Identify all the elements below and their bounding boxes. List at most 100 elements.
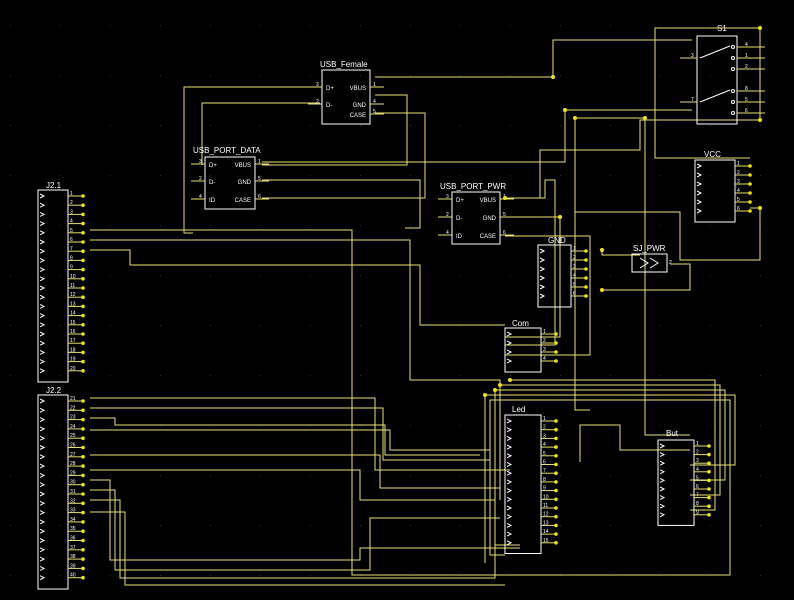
- led-pin-end: [554, 488, 558, 493]
- grid-dot: [260, 25, 261, 26]
- gnd-pin-end: [584, 249, 588, 253]
- gnd-pin-number: 1: [573, 246, 576, 252]
- but-pin-shape: [659, 469, 666, 475]
- j21-pin-number: 14: [70, 311, 76, 317]
- led-pin-number: 11: [543, 503, 548, 509]
- j22-pin-end: [81, 510, 85, 515]
- com-pin-number: 4: [543, 356, 546, 362]
- data-usb-pin-name: VBUS: [235, 163, 251, 169]
- pwr-usb-body: [451, 191, 501, 245]
- vcc-pin-number: 5: [737, 197, 740, 203]
- but-pin-number: 2: [696, 450, 699, 456]
- j22-pin-end: [81, 445, 85, 450]
- wire: [90, 499, 496, 579]
- j21-pin-number: 8: [70, 255, 73, 261]
- grid-dot: [160, 25, 161, 26]
- grid-dot: [160, 575, 161, 576]
- but-pin-number: 1: [696, 441, 699, 447]
- grid-dot: [660, 275, 661, 276]
- but-pin-number: 3: [696, 458, 699, 464]
- grid-dot: [710, 175, 711, 176]
- j22-pin-end: [81, 529, 85, 533]
- j22-pin-end: [81, 557, 85, 561]
- junction-dot: [551, 75, 555, 79]
- grid-dot: [560, 475, 561, 476]
- j21-pin-end: [81, 240, 85, 244]
- gnd-pin-number: 3: [573, 264, 576, 270]
- data-usb-pin-name: GND: [238, 180, 252, 186]
- grid-dot: [410, 225, 411, 226]
- j21-pin-number: 20: [70, 366, 76, 372]
- grid-dot: [310, 525, 311, 526]
- j21-pin-end: [81, 323, 85, 327]
- j21-pin-end: [81, 313, 85, 318]
- grid-dot: [310, 475, 311, 476]
- data-usb-pin-number: 4: [199, 194, 202, 200]
- j21-pin-end: [81, 231, 85, 235]
- led-pin-number: 1: [543, 416, 546, 422]
- grid-dot: [610, 375, 611, 376]
- com-pin-number: 1: [543, 329, 546, 335]
- grid-dot: [260, 525, 261, 526]
- grid-dot: [210, 125, 211, 126]
- j22-pin-end: [81, 455, 85, 459]
- led-pin-end: [554, 471, 558, 476]
- gnd-pin-number: 2: [573, 255, 576, 261]
- led-pin-shape: [506, 453, 513, 459]
- j21-pin-shape: [39, 368, 46, 374]
- led-pin-shape: [506, 479, 513, 485]
- grid-dot: [410, 425, 411, 426]
- j21-pin-number: 4: [70, 219, 73, 225]
- gnd-pin-shape: [539, 284, 546, 290]
- grid-dot: [410, 525, 411, 526]
- vcc-pin-end: [748, 191, 752, 195]
- grid-dot: [110, 75, 111, 76]
- j22-pin-end: [81, 417, 85, 422]
- gnd-pin-end: [584, 294, 588, 298]
- female-usb-pin-number: 3: [316, 82, 319, 88]
- grid-dot: [210, 575, 211, 576]
- vcc-pin-end: [748, 173, 752, 177]
- but-body: [657, 439, 695, 526]
- wire: [90, 417, 480, 456]
- grid-dot: [710, 325, 711, 326]
- grid-dot: [710, 425, 711, 426]
- j21-pin-shape: [39, 193, 46, 199]
- j21-pin-number: 19: [70, 357, 76, 363]
- j22-pin-shape: [39, 519, 46, 525]
- pwr-usb-pin-name: VBUS: [480, 198, 496, 204]
- j21-pin-end: [81, 267, 85, 272]
- j22-pin-number: 34: [70, 517, 76, 523]
- but-pin-number: 6: [696, 484, 699, 490]
- led-body: [504, 414, 542, 554]
- grid-dot: [260, 125, 261, 126]
- led-pin-end: [554, 427, 558, 432]
- led-pin-number: 2: [543, 425, 546, 431]
- led-pin-end: [554, 454, 558, 458]
- j21-pin-number: 1: [70, 191, 73, 197]
- but-pin-shape: [659, 452, 666, 458]
- grid-dot: [10, 275, 11, 276]
- j21-pin-number: 5: [70, 228, 73, 234]
- but-pin-shape: [659, 460, 666, 466]
- gnd-pin-end: [584, 276, 588, 280]
- wire: [579, 424, 690, 462]
- vcc-pin-number: 1: [737, 161, 740, 167]
- grid-dot: [60, 375, 61, 376]
- j22-pin-end: [81, 473, 85, 478]
- j21-pin-end: [81, 286, 85, 290]
- grid-dot: [160, 125, 161, 126]
- but-pin-end: [707, 478, 711, 483]
- grid-dot: [10, 475, 11, 476]
- grid-dot: [310, 175, 311, 176]
- vcc-pin-number: 3: [737, 179, 740, 185]
- j22-pin-number: 35: [70, 526, 76, 532]
- grid-dot: [160, 275, 161, 276]
- grid-dot: [260, 225, 261, 226]
- but-pin-end: [707, 452, 711, 457]
- led-pin-number: 3: [543, 433, 546, 439]
- but-pin-end: [707, 513, 711, 517]
- led-pin-end: [554, 532, 558, 536]
- female-usb-pin-name: D+: [326, 86, 334, 92]
- wire: [262, 179, 421, 229]
